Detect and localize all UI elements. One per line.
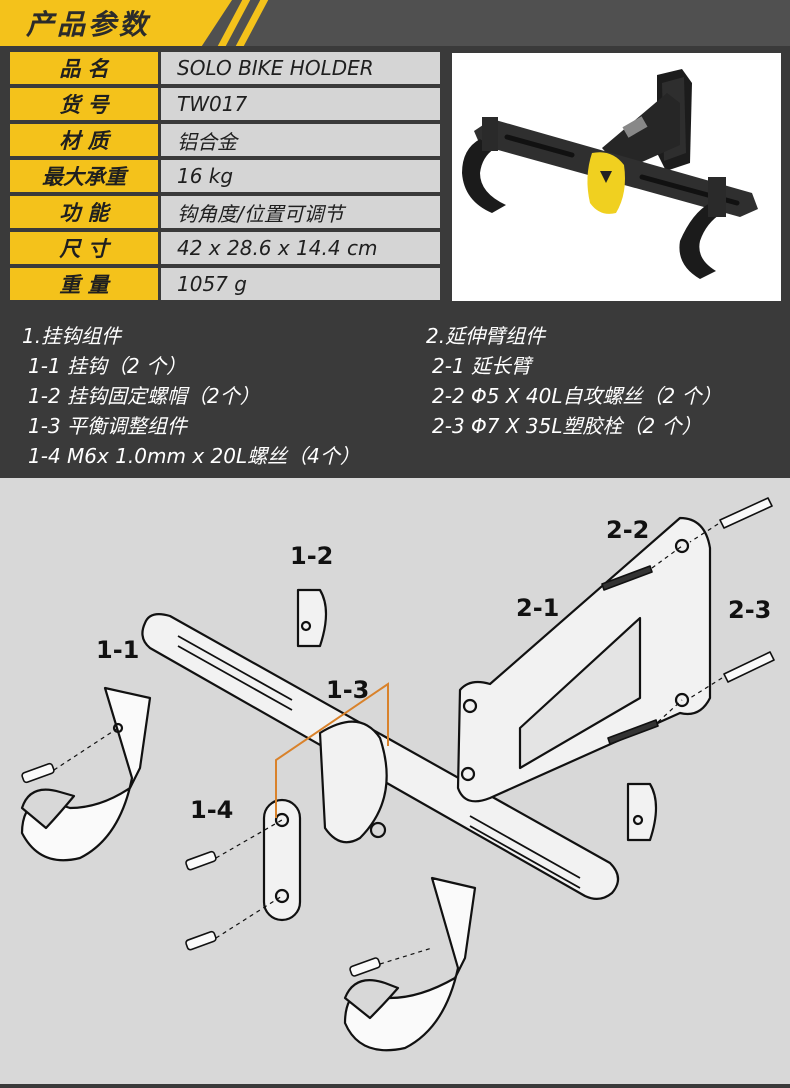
callout-1-2: 1-2 (290, 542, 334, 570)
callout-leader (275, 682, 389, 818)
callout-2-1: 2-1 (516, 594, 560, 622)
parts-item: 1-1 挂钩（2 个） (28, 354, 187, 378)
spec-label: 重 量 (10, 268, 158, 300)
header-banner: 产品参数 (0, 0, 790, 46)
callout-1-3: 1-3 (326, 676, 370, 704)
spec-row: 材 质 铝合金 (10, 124, 442, 156)
spacer-plate (262, 798, 302, 922)
hook-nut-plate (296, 588, 328, 648)
parts-item: 1-2 挂钩固定螺帽（2个） (28, 384, 260, 408)
spec-label: 货 号 (10, 88, 158, 120)
parts-item: 2-3 Φ7 X 35L塑胶栓（2 个） (432, 414, 702, 438)
balance-adjuster-outline (318, 720, 388, 844)
callout-1-4: 1-4 (190, 796, 234, 824)
callout-1-1: 1-1 (96, 636, 140, 664)
bike-holder-illustration (462, 69, 758, 279)
page-title: 产品参数 (26, 8, 151, 41)
spec-label: 尺 寸 (10, 232, 158, 264)
extension-arm-outline (456, 516, 712, 803)
spec-label: 最大承重 (10, 160, 158, 192)
spec-row: 最大承重 16 kg (10, 160, 442, 192)
parts-list: 1.挂钩组件 1-1 挂钩（2 个） 1-2 挂钩固定螺帽（2个） 1-3 平衡… (0, 312, 790, 478)
callout-2-2: 2-2 (606, 516, 650, 544)
parts-item: 2-1 延长臂 (432, 354, 532, 378)
parts-item: 1-4 M6x 1.0mm x 20L螺丝（4个） (28, 444, 360, 468)
product-photo (452, 53, 781, 301)
spec-label: 品 名 (10, 52, 158, 84)
spec-value: 1057 g (161, 268, 440, 300)
spec-label: 功 能 (10, 196, 158, 228)
spec-value: 铝合金 (161, 124, 440, 156)
parts-group-title: 1.挂钩组件 (22, 324, 122, 348)
spec-row: 品 名 SOLO BIKE HOLDER (10, 52, 442, 84)
spec-value: SOLO BIKE HOLDER (161, 52, 440, 84)
plastic-anchor (719, 497, 775, 683)
spec-row: 重 量 1057 g (10, 268, 442, 300)
screw (21, 762, 381, 977)
exploded-view-drawing (20, 497, 775, 1052)
spec-label: 材 质 (10, 124, 158, 156)
spec-value: 42 x 28.6 x 14.4 cm (161, 232, 440, 264)
exploded-diagram: 1-1 1-2 1-3 1-4 2-1 2-2 2-3 (0, 478, 790, 1084)
parts-item: 2-2 Φ5 X 40L自攻螺丝（2 个） (432, 384, 722, 408)
spec-value: TW017 (161, 88, 440, 120)
spec-row: 功 能 钩角度/位置可调节 (10, 196, 442, 228)
hook-nut-plate (626, 782, 658, 842)
spec-value: 16 kg (161, 160, 440, 192)
self-tapping-screw (601, 565, 659, 745)
parts-item: 1-3 平衡调整组件 (28, 414, 188, 438)
spec-row: 货 号 TW017 (10, 88, 442, 120)
spec-value: 钩角度/位置可调节 (161, 196, 440, 228)
parts-group-title: 2.延伸臂组件 (426, 324, 546, 348)
header-yellow-tab (0, 0, 232, 46)
spec-row: 尺 寸 42 x 28.6 x 14.4 cm (10, 232, 442, 264)
callout-2-3: 2-3 (728, 596, 772, 624)
